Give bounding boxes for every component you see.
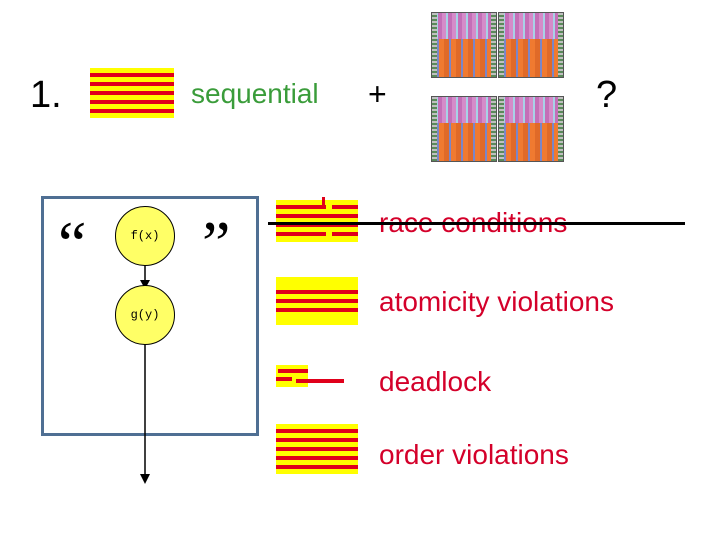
race-conditions-icon — [276, 200, 358, 242]
node-g: g(y) — [115, 285, 175, 345]
open-quote: “ — [58, 208, 87, 279]
atomicity-violations-label: atomicity violations — [379, 286, 614, 317]
order-violations-icon — [276, 424, 358, 474]
program-box — [41, 196, 259, 436]
sequential-bars-icon — [90, 68, 174, 118]
strikethrough-line — [268, 222, 685, 225]
order-violations-label: order violations — [379, 439, 569, 470]
sequential-label: sequential — [191, 78, 319, 109]
close-quote: ” — [202, 208, 231, 279]
plus-sign: + — [368, 76, 387, 112]
deadlock-icon — [276, 365, 344, 393]
deadlock-label: deadlock — [379, 366, 492, 397]
node-f: f(x) — [115, 206, 175, 266]
race-arrow-tick — [322, 197, 325, 207]
question-mark: ? — [596, 74, 618, 116]
item-number: 1. — [30, 74, 62, 116]
atomicity-violations-icon — [276, 277, 358, 325]
